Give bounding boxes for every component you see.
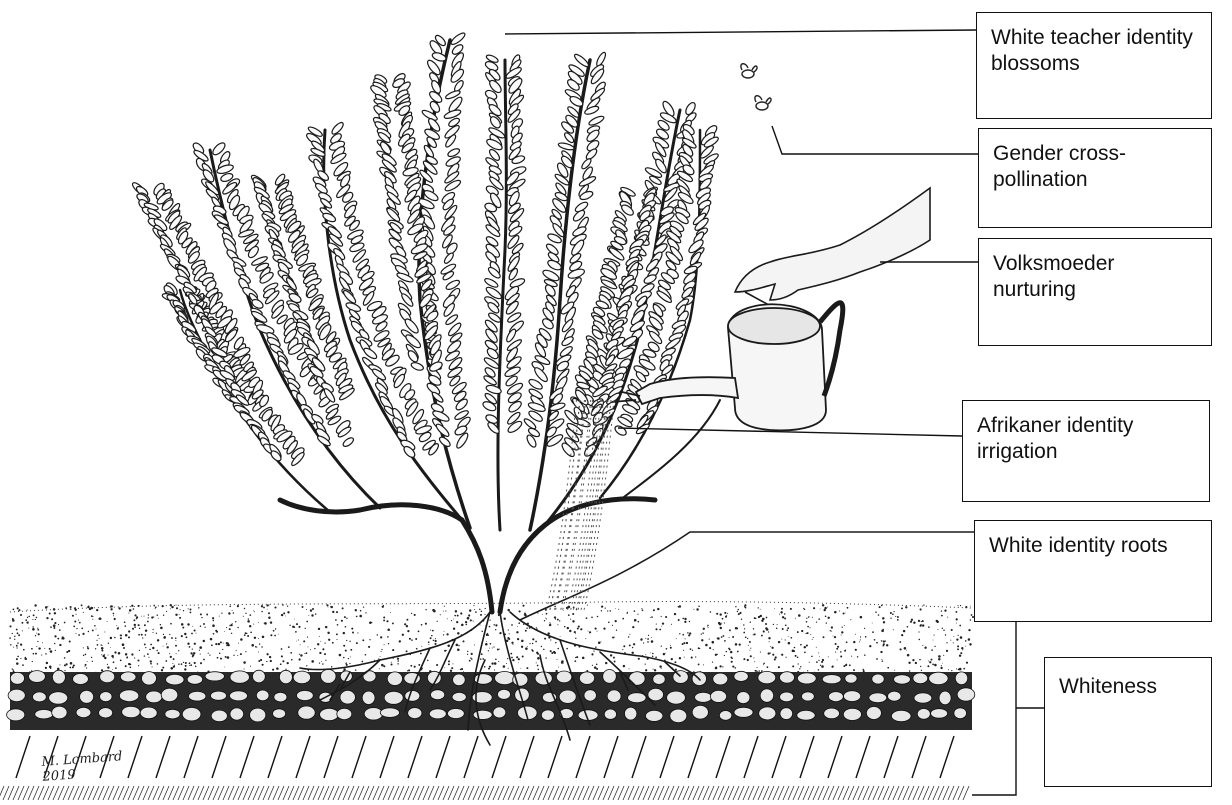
bedrock-hatch-layer (0, 736, 969, 800)
leader-line-whiteness (972, 617, 1044, 795)
leader-line-blossoms (505, 30, 976, 34)
label-volksmoeder-nurturing: Volksmoeder nurturing (978, 238, 1212, 346)
stone-layer (7, 669, 975, 730)
label-whiteness: Whiteness (1044, 657, 1212, 787)
leader-line-pollination (772, 126, 978, 154)
artist-signature: M. Lombard 2019 (41, 749, 124, 785)
label-gender-cross-pollination: Gender cross-pollination (978, 128, 1212, 228)
plant-foliage (131, 31, 720, 467)
bee-icon (741, 64, 771, 110)
label-afrikaner-identity-irrigation: Afrikaner identity irrigation (962, 400, 1210, 502)
hand-icon (735, 188, 930, 318)
label-white-identity-roots: White identity roots (974, 520, 1212, 622)
label-white-teacher-identity-blossoms: White teacher identity blossoms (976, 12, 1212, 119)
